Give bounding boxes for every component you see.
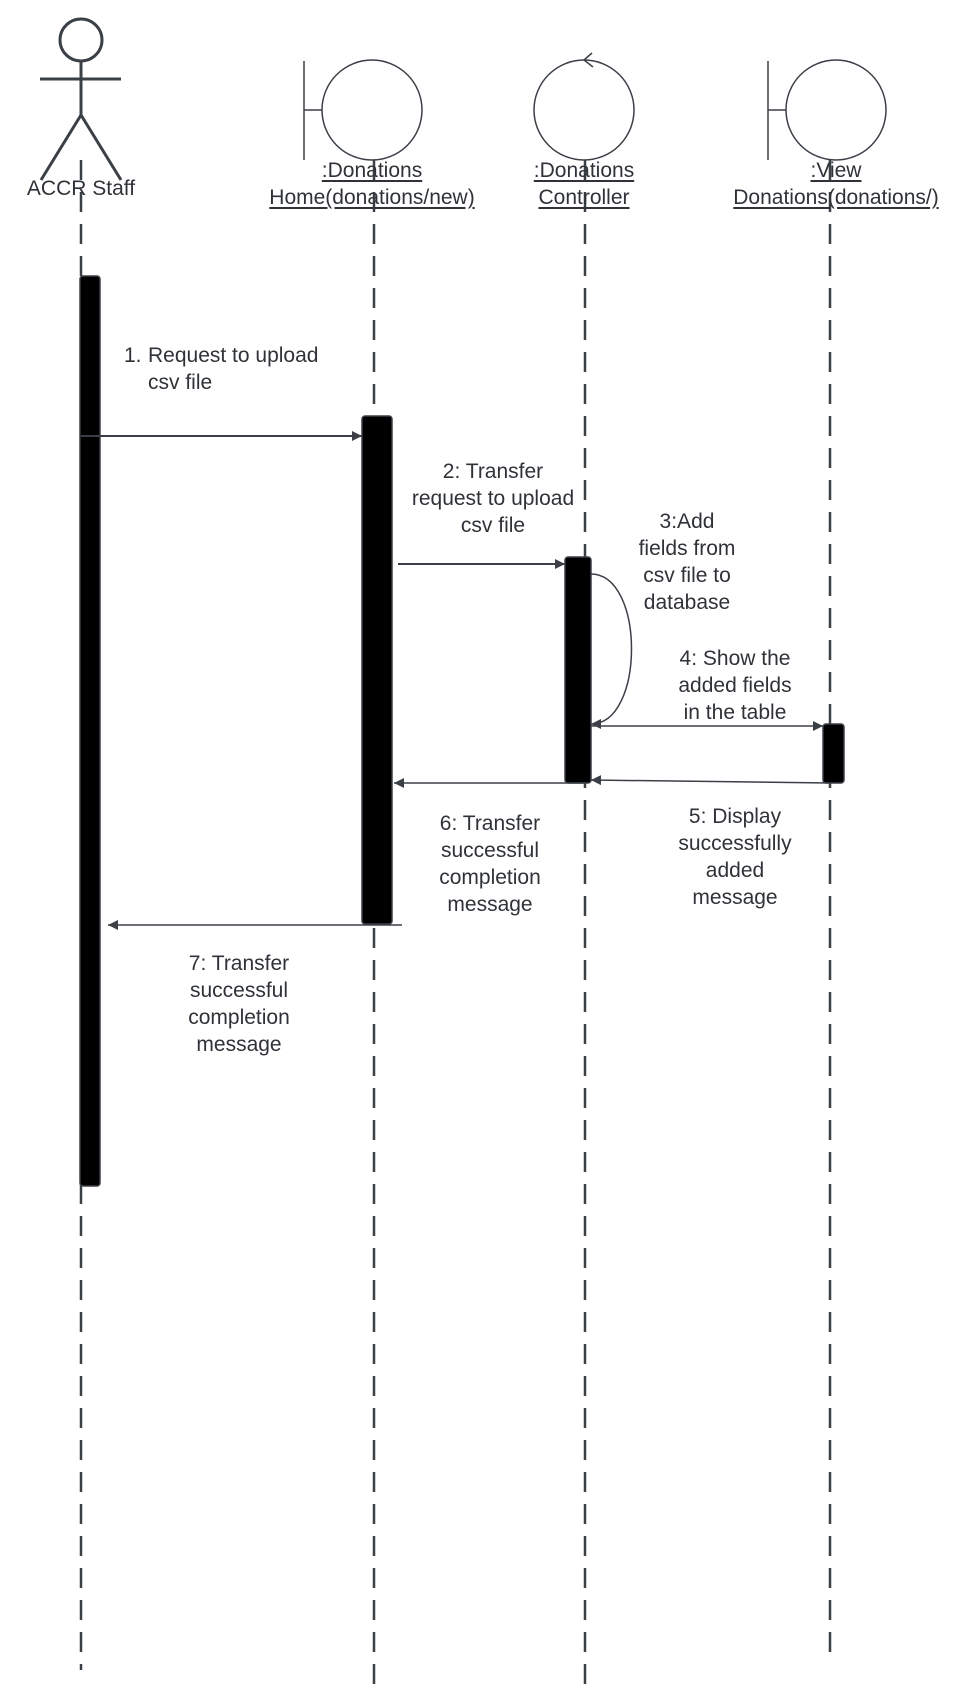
- participant-name-line: :Donations: [533, 159, 635, 182]
- message-label-line: message: [447, 893, 533, 916]
- message-label-line: 3:Add: [659, 510, 715, 533]
- message-label-line: in the table: [683, 701, 787, 724]
- message-label-line: added: [705, 859, 765, 882]
- activation-bar-controller: [564, 556, 592, 784]
- message-label-line: csv file: [148, 371, 213, 394]
- message-label-line: 4: Show the: [679, 647, 791, 670]
- message-1-label: 1. Request to upload csv file: [124, 342, 364, 396]
- participant-name-line: Home(donations/new): [269, 186, 475, 209]
- message-label-line: added fields: [678, 674, 792, 697]
- message-label-line: message: [196, 1033, 282, 1056]
- message-label-line: successful: [189, 979, 289, 1002]
- boundary-icon-home: [303, 59, 423, 161]
- message-5-arrow: [590, 775, 831, 786]
- message-2-label: 2: Transfer request to upload csv file: [392, 458, 594, 539]
- boundary-icon-view: [767, 59, 887, 161]
- participant-name-line: Controller: [538, 186, 630, 209]
- message-5-label: 5: Display successfully added message: [656, 803, 814, 911]
- participant-name: ACCR Staff: [26, 177, 136, 200]
- message-label-line: Request to upload: [148, 344, 319, 367]
- participant-label-view: :View Donations(donations/): [712, 157, 960, 211]
- activation-bar-view: [822, 723, 845, 784]
- message-label-line: fields from: [638, 537, 736, 560]
- message-label-line: successfully: [678, 832, 792, 855]
- message-3-label: 3:Add fields from csv file to database: [612, 508, 762, 616]
- actor-stick-figure-icon: [39, 17, 123, 181]
- message-label-line: 2: Transfer: [442, 460, 544, 483]
- control-icon-controller: [533, 52, 635, 161]
- message-label-line: successful: [440, 839, 540, 862]
- activation-bar-home: [361, 415, 393, 925]
- activation-bar-staff: [79, 275, 101, 1187]
- participant-name-line: Donations(donations/): [733, 186, 939, 209]
- message-label-line: csv file: [460, 514, 526, 537]
- message-number: 1.: [124, 344, 142, 367]
- message-4-label: 4: Show the added fields in the table: [652, 645, 818, 726]
- message-label-line: database: [643, 591, 731, 614]
- message-label-line: 5: Display: [688, 805, 782, 828]
- message-label-line: message: [692, 886, 778, 909]
- message-label-line: request to upload: [411, 487, 575, 510]
- message-label-line: csv file to: [643, 564, 731, 587]
- participant-label-controller: :Donations Controller: [504, 157, 664, 211]
- message-label-line: 7: Transfer: [188, 952, 290, 975]
- message-label-line: 6: Transfer: [439, 812, 541, 835]
- message-7-label: 7: Transfer successful completion messag…: [161, 950, 317, 1058]
- message-3-self-arrow: [590, 573, 633, 729]
- participant-name-line: :Donations: [321, 159, 423, 182]
- participant-label-home: :Donations Home(donations/new): [252, 157, 492, 211]
- message-label-line: completion: [439, 866, 541, 889]
- participant-name-line: :View: [810, 159, 862, 182]
- message-6-label: 6: Transfer successful completion messag…: [412, 810, 568, 918]
- message-label-line: completion: [188, 1006, 290, 1029]
- participant-label-staff: ACCR Staff: [12, 175, 150, 202]
